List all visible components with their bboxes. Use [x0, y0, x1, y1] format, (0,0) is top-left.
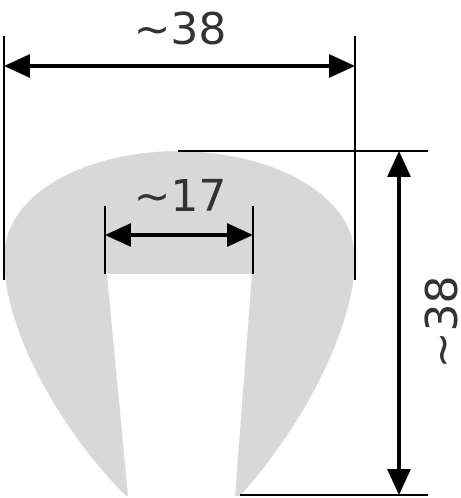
height-arrowhead-top: [387, 151, 411, 177]
inner-width-arrowhead-left: [105, 223, 131, 247]
outer-width-dimension: ~38: [3, 4, 356, 280]
trim-profile-shape: [4, 151, 355, 496]
inner-width-label: ~17: [134, 171, 227, 222]
inner-width-dimension: ~17: [104, 171, 254, 274]
outer-width-arrowhead-right: [329, 54, 355, 78]
height-label: ~38: [417, 276, 461, 369]
outer-width-label: ~38: [134, 4, 227, 55]
height-dimension: ~38: [178, 150, 461, 496]
outer-width-arrowhead-left: [4, 54, 30, 78]
inner-width-arrowhead-right: [227, 223, 253, 247]
height-arrowhead-bottom: [387, 469, 411, 495]
